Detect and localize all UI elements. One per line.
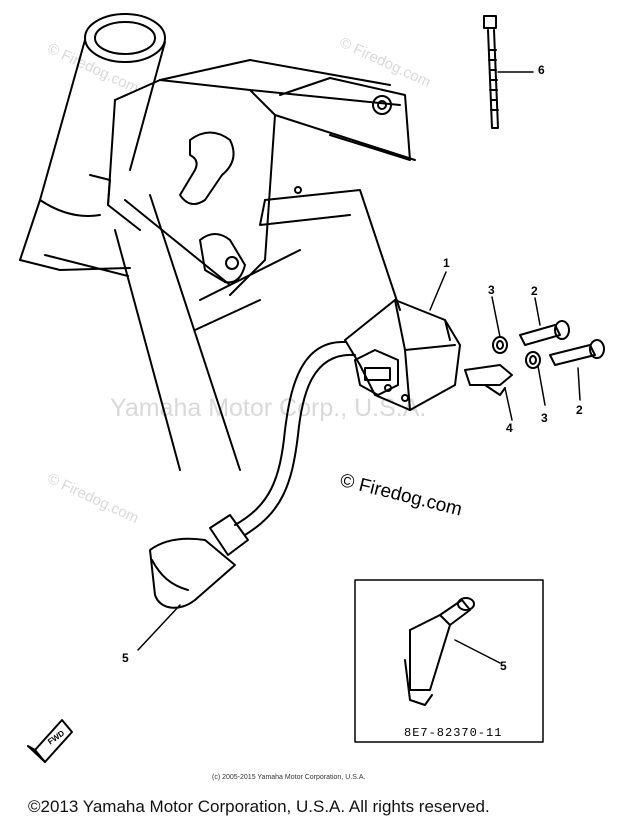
washer-lower xyxy=(525,351,541,369)
ignition-coil xyxy=(344,299,461,411)
callout-part-5-inset: 5 xyxy=(500,659,507,673)
spark-plug-cap xyxy=(149,514,249,609)
washer-upper xyxy=(492,336,508,354)
frame-gusset-plate xyxy=(89,79,276,296)
cable-tie xyxy=(483,15,499,129)
copyright-main-line: ©2013 Yamaha Motor Corporation, U.S.A. A… xyxy=(28,797,490,816)
copyright-small-line: (c) 2005-2015 Yamaha Motor Corporation, … xyxy=(212,774,366,781)
callout-part-4: 4 xyxy=(506,421,513,435)
ground-clip xyxy=(464,364,513,396)
bolt-lower xyxy=(549,339,605,366)
fwd-arrow-box xyxy=(27,719,73,763)
callout-part-5-main: 5 xyxy=(122,651,129,665)
frame-down-tube xyxy=(114,186,401,471)
inset-box xyxy=(354,579,544,743)
callout-part-1: 1 xyxy=(443,256,450,270)
callout-part-2-upper: 2 xyxy=(531,284,538,298)
bolt-upper xyxy=(519,320,570,346)
frame-head-tube xyxy=(19,13,166,277)
leader-lines xyxy=(137,71,581,651)
callout-part-2-lower: 2 xyxy=(576,403,583,417)
inset-part-code: 8E7-82370-11 xyxy=(404,726,503,740)
callout-part-3-lower: 3 xyxy=(541,411,548,425)
callout-part-3-upper: 3 xyxy=(488,283,495,297)
callout-part-6: 6 xyxy=(538,63,545,77)
frame-top-tubes xyxy=(159,59,416,161)
high-tension-lead xyxy=(234,340,356,536)
